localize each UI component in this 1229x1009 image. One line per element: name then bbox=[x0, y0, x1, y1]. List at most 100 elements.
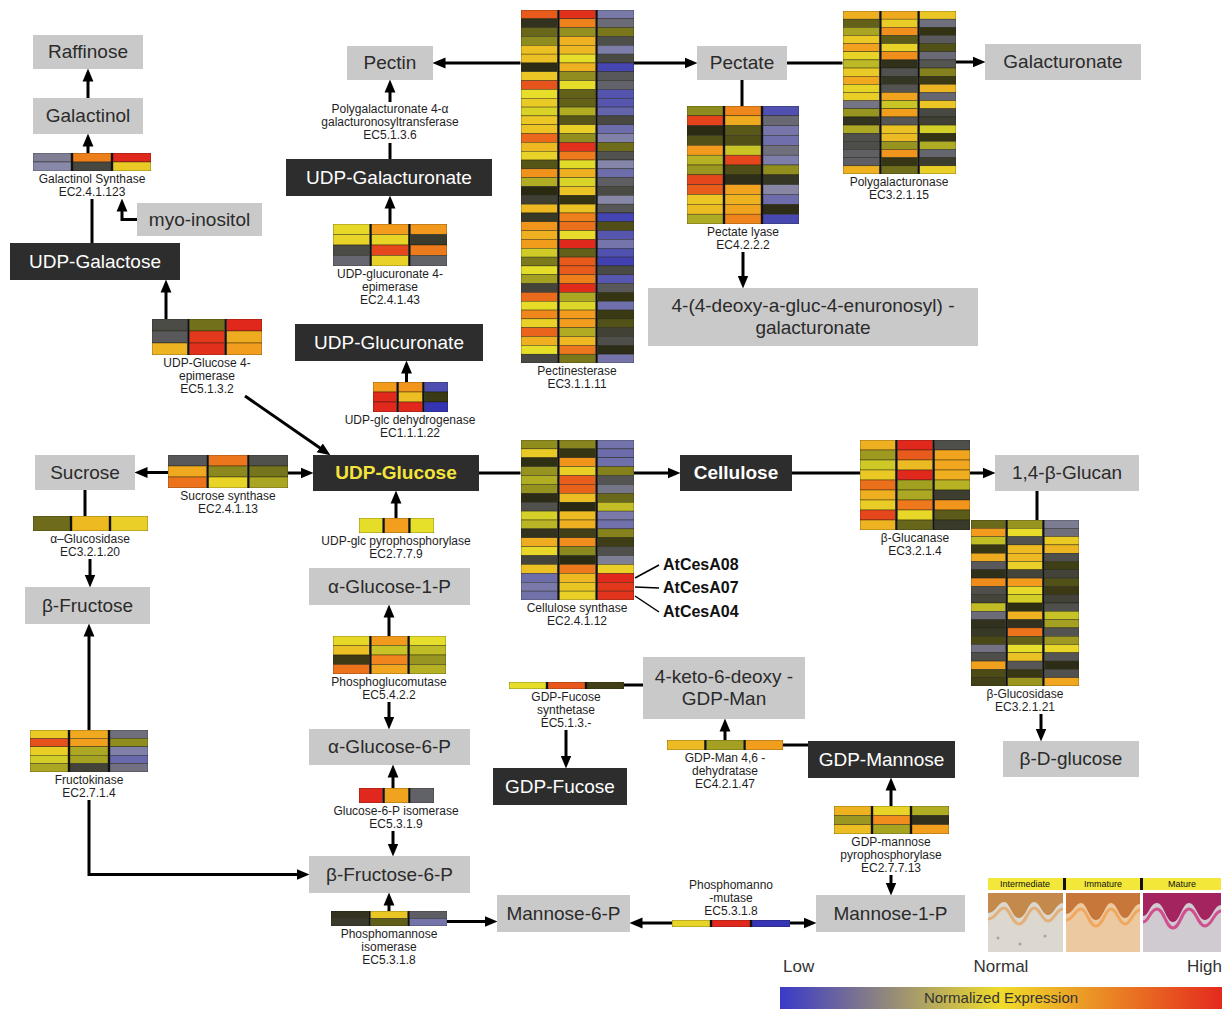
enzyme-name: UDP-glucuronate 4-epimerase bbox=[333, 268, 447, 294]
heatmap bbox=[667, 740, 783, 750]
heatmap-cell bbox=[843, 52, 879, 60]
heatmap-cell bbox=[333, 646, 369, 656]
heatmap-cell bbox=[935, 510, 970, 520]
heatmap-cell bbox=[70, 738, 108, 746]
enzyme-name: Galactinol Synthase bbox=[39, 173, 146, 186]
heatmap-cell bbox=[521, 45, 557, 54]
ec-number: EC3.2.1.21 bbox=[995, 701, 1055, 714]
heatmap-cell bbox=[521, 354, 557, 363]
heatmap-cell bbox=[881, 19, 917, 27]
reaction-arrow bbox=[388, 702, 391, 723]
heatmap-cell bbox=[597, 204, 633, 213]
heatmap-cell bbox=[333, 655, 369, 665]
enzyme-name: Pectate lyase bbox=[707, 226, 779, 239]
heatmap-cell bbox=[725, 126, 761, 136]
heatmap-cell bbox=[521, 337, 557, 346]
legend-swatch bbox=[1075, 987, 1223, 1009]
enzyme-name: Phosphomannose isomerase bbox=[331, 928, 447, 954]
heatmap bbox=[860, 440, 970, 530]
heatmap-cell bbox=[687, 155, 723, 165]
enzyme-name: UDP-glc pyrophosphorylase bbox=[321, 535, 470, 548]
heatmap-cell bbox=[881, 35, 917, 43]
heatmap bbox=[359, 788, 434, 803]
heatmap-cell bbox=[935, 480, 970, 490]
heatmap-cell bbox=[371, 655, 407, 665]
heatmap-cell bbox=[559, 28, 595, 37]
heatmap-cell bbox=[113, 153, 151, 162]
heatmap-cell bbox=[168, 455, 207, 466]
enzyme-name: UDP-Glucose 4-epimerase bbox=[152, 357, 262, 383]
heatmap-cell bbox=[935, 500, 970, 510]
heatmap-cell bbox=[860, 510, 895, 520]
column-divider bbox=[704, 740, 706, 750]
metabolite-box: UDP-Galactose bbox=[10, 243, 180, 280]
heatmap-cell bbox=[331, 919, 368, 927]
heatmap-cell bbox=[30, 747, 68, 755]
ec-number: EC3.1.1.11 bbox=[547, 378, 606, 391]
reaction-arrow bbox=[405, 367, 408, 382]
enzyme-heatmap: α–GlucosidaseEC3.2.1.20 bbox=[33, 516, 148, 559]
heatmap-cell bbox=[597, 266, 633, 275]
heatmap-cell bbox=[597, 195, 633, 204]
reaction-arrow bbox=[790, 922, 810, 925]
heatmap-cell bbox=[843, 166, 879, 174]
heatmap-cell bbox=[521, 484, 557, 493]
heatmap-cell bbox=[843, 27, 879, 35]
heatmap-cell bbox=[725, 165, 761, 175]
heatmap-cell bbox=[1044, 645, 1079, 653]
heatmap-cell bbox=[971, 528, 1006, 536]
enzyme-name: Glucose-6-P isomerase bbox=[333, 805, 458, 818]
enzyme-heatmap: PolygalacturonaseEC3.2.1.15 bbox=[843, 11, 956, 202]
heatmap-cell bbox=[331, 911, 368, 919]
column-divider bbox=[595, 440, 597, 600]
heatmap-cell bbox=[249, 477, 288, 488]
metabolite-box: Pectate bbox=[697, 46, 787, 80]
heatmap-cell bbox=[559, 284, 595, 293]
legend-label: Normal bbox=[974, 957, 1029, 977]
column-divider bbox=[933, 440, 935, 530]
heatmap-cell bbox=[409, 636, 445, 646]
reaction-arrow bbox=[890, 784, 893, 806]
heatmap-cell bbox=[521, 187, 557, 196]
heatmap-cell bbox=[559, 564, 595, 573]
column-divider bbox=[744, 740, 746, 750]
ec-number: EC5.3.1.8 bbox=[362, 954, 415, 967]
heatmap-cell bbox=[843, 158, 879, 166]
heatmap-cell bbox=[597, 520, 633, 529]
reaction-arrow bbox=[288, 472, 307, 475]
heatmap-cell bbox=[559, 301, 595, 310]
heatmap-cell bbox=[249, 455, 288, 466]
heatmap-cell bbox=[687, 175, 723, 185]
reaction-arrow bbox=[636, 922, 672, 925]
heatmap-cell bbox=[763, 204, 799, 214]
heatmap-cell bbox=[209, 477, 248, 488]
heatmap-cell bbox=[371, 665, 407, 675]
heatmap-cell bbox=[881, 44, 917, 52]
metabolite-box: α-Glucose-1-P bbox=[309, 568, 470, 605]
heatmap-cell bbox=[971, 520, 1006, 528]
heatmap-cell bbox=[597, 125, 633, 134]
heatmap-cell bbox=[168, 466, 207, 477]
ec-number: EC2.4.1.123 bbox=[59, 186, 126, 199]
heatmap-cell bbox=[521, 591, 557, 600]
reaction-arrow bbox=[624, 684, 644, 687]
heatmap-cell bbox=[33, 516, 70, 531]
heatmap-cell bbox=[30, 755, 68, 763]
heatmap-cell bbox=[912, 806, 949, 815]
heatmap bbox=[33, 153, 151, 171]
heatmap-cell bbox=[897, 480, 932, 490]
ec-number: EC5.1.3.- bbox=[541, 717, 592, 730]
metabolite-name: 1,4-β-Glucan bbox=[1012, 462, 1122, 484]
legend-swatch bbox=[780, 987, 928, 1009]
heatmap-cell bbox=[687, 204, 723, 214]
reaction-arrow bbox=[389, 202, 392, 224]
heatmap-cell bbox=[398, 382, 422, 392]
reaction-arrow bbox=[439, 62, 521, 65]
heatmap-cell bbox=[725, 204, 761, 214]
heatmap-cell bbox=[873, 815, 910, 824]
tissue-layer bbox=[1066, 909, 1140, 926]
heatmap bbox=[333, 224, 447, 266]
heatmap-cell bbox=[919, 133, 955, 141]
heatmap-cell bbox=[881, 166, 917, 174]
heatmap-cell bbox=[1008, 537, 1043, 545]
